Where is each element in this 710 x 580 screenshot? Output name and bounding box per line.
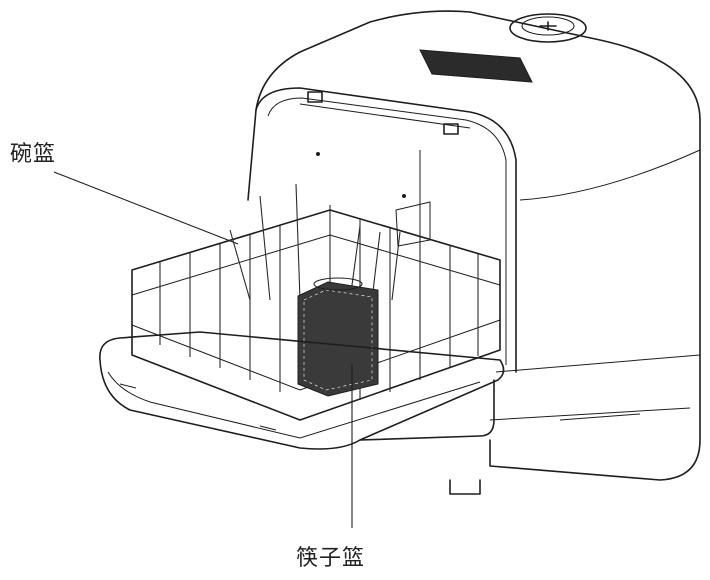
control-knob bbox=[509, 13, 587, 43]
chopstick-basket-label: 筷子篮 bbox=[296, 546, 366, 571]
vent-grille bbox=[419, 49, 533, 83]
bowl-basket-label: 碗篮 bbox=[10, 142, 57, 167]
door-frame bbox=[255, 87, 517, 373]
chopstick-basket bbox=[297, 277, 379, 397]
open-door bbox=[99, 331, 505, 450]
leader-line-bowl-basket bbox=[53, 171, 239, 245]
housing bbox=[247, 10, 701, 495]
